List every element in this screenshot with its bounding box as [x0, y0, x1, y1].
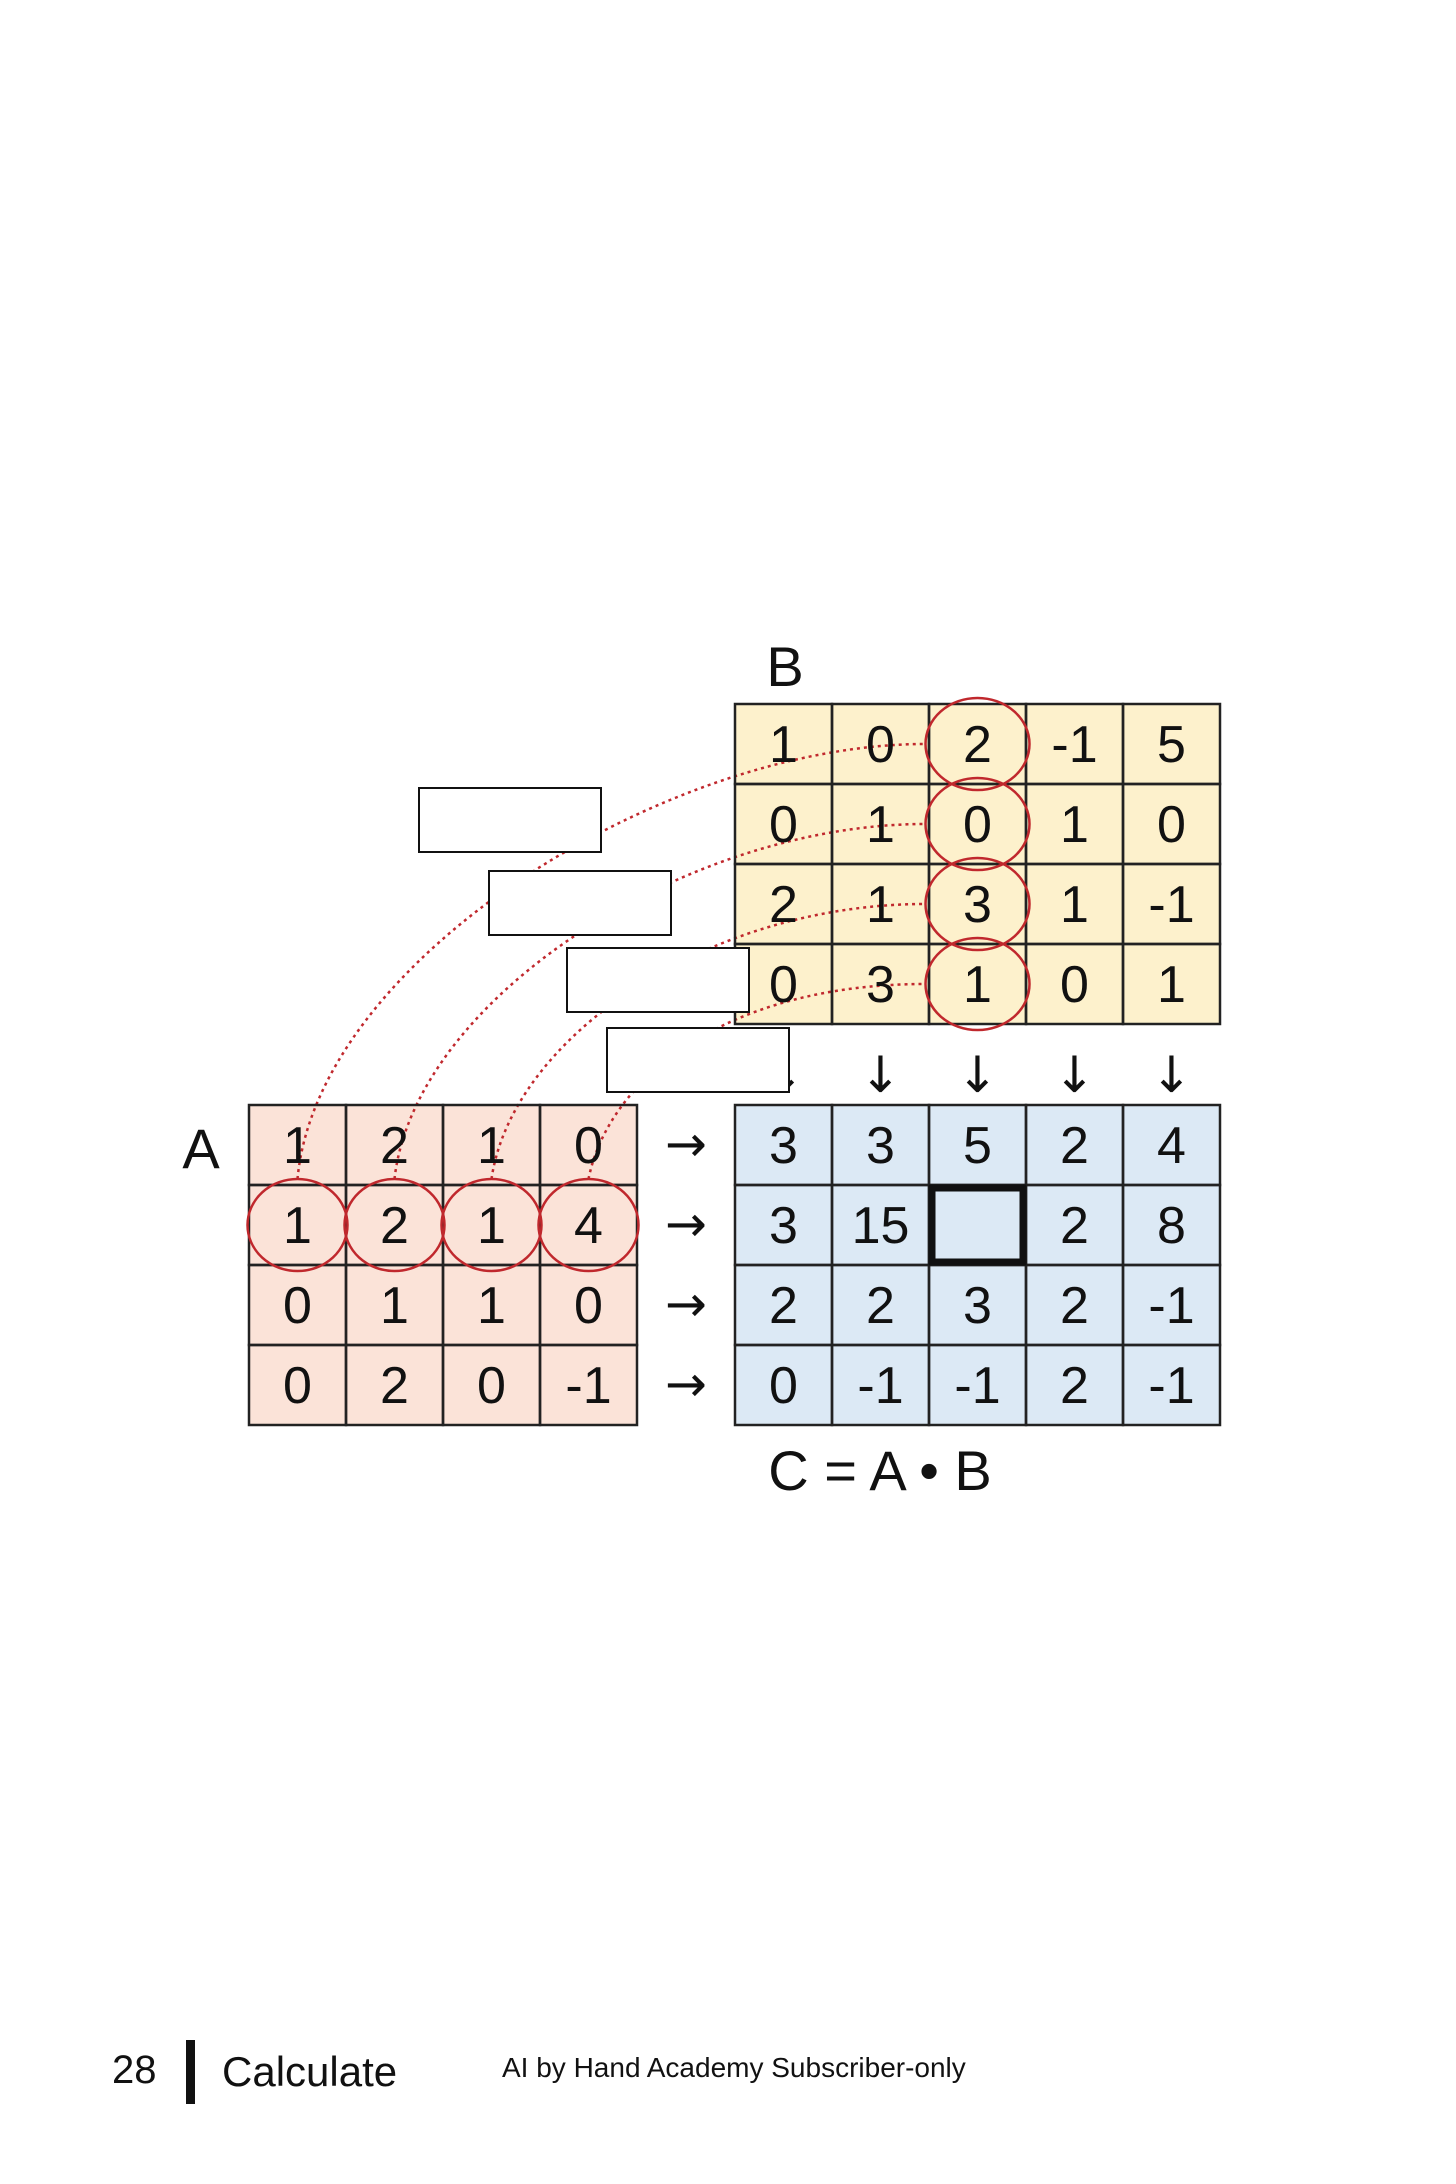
partial-product-answer-box — [488, 870, 672, 936]
matrix_c-cell-value: 2 — [866, 1277, 895, 1335]
matrix_c-cell-value: 2 — [1060, 1197, 1089, 1255]
matrix_b-cell-value: 1 — [769, 716, 798, 774]
matrix_b-cell-value: 1 — [866, 876, 895, 934]
matrix_b-cell-value: 1 — [963, 956, 992, 1014]
matrix_c-cell-value: -1 — [954, 1357, 1000, 1415]
page-number: 28 — [112, 2048, 157, 2092]
matrix_b-cell-value: -1 — [1051, 716, 1097, 774]
product-connector-line — [587, 982, 926, 1180]
matrix_c-cell-value: -1 — [1148, 1357, 1194, 1415]
matrix_b-cell — [1121, 942, 1222, 1026]
matrix_a-cell-value: 1 — [283, 1197, 312, 1255]
matrix-b-col-highlight-circle — [924, 856, 1031, 952]
matrix_a-cell-value: 4 — [574, 1197, 603, 1255]
matrix_a-cell-value: 0 — [477, 1357, 506, 1415]
matrix_c-cell-value: 5 — [963, 1117, 992, 1175]
matrix-a-label: A — [182, 1117, 220, 1180]
matrix_c-cell-value: -1 — [857, 1357, 903, 1415]
section-title: Calculate — [222, 2048, 398, 2095]
matrix_c-cell-value: 3 — [769, 1117, 798, 1175]
matrix_c-cell-value: 3 — [963, 1277, 992, 1335]
matrix_c-cell-value: 3 — [769, 1197, 798, 1255]
matrix_b-cell-value: 0 — [1157, 796, 1186, 854]
matrix_b-cell-value: 1 — [1060, 876, 1089, 934]
matrix_b-cell-value: 2 — [963, 716, 992, 774]
matrix_a-cell-value: 0 — [283, 1357, 312, 1415]
matrix-b-col-highlight-circle — [924, 696, 1031, 792]
matrix_a-cell-value: 2 — [380, 1197, 409, 1255]
right-arrow: → — [665, 1115, 707, 1173]
matrix_c-cell-value: 4 — [1157, 1117, 1186, 1175]
matrix_b-cell-value: 0 — [769, 796, 798, 854]
subscriber-note: AI by Hand Academy Subscriber-only — [502, 2052, 966, 2083]
matrix-a-row-highlight-circle — [246, 1177, 349, 1273]
down-arrow: ↓ — [1151, 1046, 1193, 1104]
matrix_b-cell-value: 2 — [769, 876, 798, 934]
matrix-b-col-highlight-circle — [924, 776, 1031, 872]
matrix_a-cell-value: 0 — [283, 1277, 312, 1335]
matrix_b-cell-value: 0 — [769, 956, 798, 1014]
right-arrow: → — [665, 1195, 707, 1253]
right-arrow: → — [665, 1275, 707, 1333]
matrix-a-row-highlight-circle — [440, 1177, 543, 1273]
matrix_b-cell-value: 3 — [963, 876, 992, 934]
matrix_a-cell-value: 1 — [477, 1277, 506, 1335]
matrix_b-cell-value: 1 — [1157, 956, 1186, 1014]
matrix_a-cell-value: 1 — [380, 1277, 409, 1335]
matrix_a-cell-value: 1 — [283, 1117, 312, 1175]
equation-label: C = A • B — [768, 1439, 992, 1502]
down-arrow: ↓ — [860, 1046, 902, 1104]
partial-product-answer-box — [566, 947, 750, 1013]
matrix_c-cell-value: 2 — [1060, 1357, 1089, 1415]
matrix_b-cell-value: 1 — [866, 796, 895, 854]
matrix_a-cell-value: 1 — [477, 1117, 506, 1175]
down-arrow: ↓ — [957, 1046, 999, 1104]
result-cell-highlight — [928, 1184, 1027, 1266]
footer-divider — [186, 2040, 195, 2104]
matrix_c-cell-value: 2 — [769, 1277, 798, 1335]
matrix_c-cell-value: 2 — [1060, 1117, 1089, 1175]
page-footer: 28 Calculate AI by Hand Academy Subscrib… — [0, 2040, 1456, 2120]
matrix_b-cell-value: 5 — [1157, 716, 1186, 774]
matrix_c-cell-value: 0 — [769, 1357, 798, 1415]
matrix_c-cell — [1121, 1343, 1222, 1427]
matrix_a-cell-value: 0 — [574, 1277, 603, 1335]
partial-product-answer-box — [418, 787, 602, 853]
matrix_c-cell-value: 3 — [866, 1117, 895, 1175]
matrix-b-col-highlight-circle — [924, 936, 1031, 1032]
matrix_a-cell-value: 2 — [380, 1357, 409, 1415]
matrix-a-row-highlight-circle — [537, 1177, 640, 1273]
matrix_b-cell-value: 0 — [963, 796, 992, 854]
matrix_c-cell-value: 2 — [1060, 1277, 1089, 1335]
matrix_c-cell-value: 8 — [1157, 1197, 1186, 1255]
matrix_b-cell-value: 0 — [1060, 956, 1089, 1014]
matrix-b-label: B — [766, 635, 803, 698]
matrix_a-cell-value: -1 — [565, 1357, 611, 1415]
matrix_b-cell-value: -1 — [1148, 876, 1194, 934]
matrix_c-cell-value: 15 — [852, 1197, 910, 1255]
partial-product-answer-box — [606, 1027, 790, 1093]
down-arrow: ↓ — [1054, 1046, 1096, 1104]
matrix-a-row-highlight-circle — [343, 1177, 446, 1273]
matrix_a-cell-value: 1 — [477, 1197, 506, 1255]
right-arrow: → — [665, 1355, 707, 1413]
matrix_b-cell-value: 3 — [866, 956, 895, 1014]
matrix_a-cell-value: 2 — [380, 1117, 409, 1175]
matrix_a-cell-value: 0 — [574, 1117, 603, 1175]
matrix_b-cell-value: 1 — [1060, 796, 1089, 854]
matrix_a-cell — [538, 1343, 639, 1427]
matrix_c-cell-value: -1 — [1148, 1277, 1194, 1335]
matrix_b-cell-value: 0 — [866, 716, 895, 774]
